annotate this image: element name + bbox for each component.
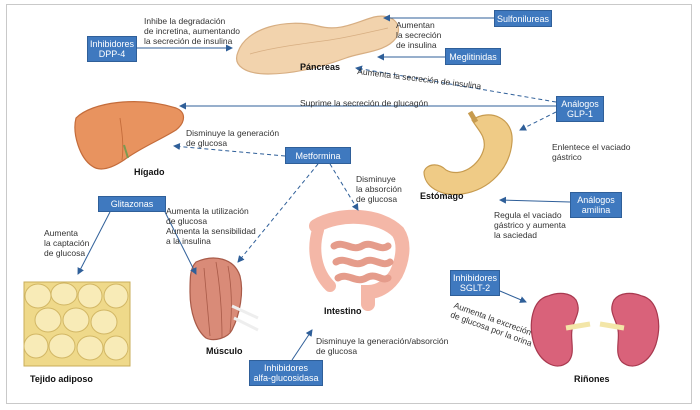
drug-box-meglitinides: Meglitinidas — [445, 48, 501, 65]
organ-label-kidneys: Riñones — [574, 374, 610, 384]
pancreas-illustration — [236, 15, 400, 75]
organ-label-pancreas: Páncreas — [300, 62, 341, 72]
arrow-glp1-stomach — [519, 111, 557, 131]
drug-box-sulfonylureas: Sulfonilureas — [494, 10, 552, 27]
drug-box-glitazones: Glitazonas — [98, 196, 166, 212]
note-glitazones-muscle: Aumenta la utilización de glucosa Aument… — [166, 206, 256, 246]
drug-box-sglt2: Inhibidores SGLT-2 — [450, 270, 500, 296]
stomach-illustration — [423, 110, 513, 196]
note-glp1-glucagon: Suprime la secreción de glucagón — [300, 98, 429, 108]
organ-label-stomach: Estómago — [420, 191, 464, 201]
organ-label-muscle: Músculo — [206, 346, 243, 356]
drug-box-dpp4: Inhibidores DPP-4 — [87, 36, 137, 62]
arrow-metformin-liver — [173, 143, 286, 157]
drug-box-metformin: Metformina — [285, 147, 351, 164]
note-alpha-glucosidase: Disminuye la generación/absorción de glu… — [316, 336, 449, 356]
organ-label-intestine: Intestino — [324, 306, 362, 316]
note-dpp4: Inhibe la degradación de incretina, aume… — [144, 16, 240, 46]
drug-box-amylin: Análogos amilina — [570, 192, 622, 218]
drug-box-alpha-glucosidase: Inhibidores alfa-glucosidasa — [249, 360, 323, 386]
intestine-illustration — [309, 209, 410, 311]
note-metformin-liver: Disminuye la generación de glucosa — [186, 128, 280, 148]
note-glp1-gastric: Enlentece el vaciado gástrico — [552, 142, 631, 162]
organ-label-adipose: Tejido adiposo — [30, 374, 93, 384]
arrow-glitazones-muscle — [164, 211, 197, 275]
kidneys-illustration — [530, 292, 660, 367]
adipose-illustration — [23, 281, 131, 367]
liver-illustration — [74, 101, 185, 170]
diagram-frame — [6, 4, 692, 404]
arrow-amylin-stomach — [499, 196, 571, 204]
note-amylin: Regula el vaciado gástrico y aumenta la … — [494, 210, 566, 240]
drug-box-glp1: Análogos GLP-1 — [556, 96, 604, 122]
arrow-alphaglucosidase-intestine — [291, 329, 313, 361]
note-glitazones-adipose: Aumenta la captación de glucosa — [44, 228, 90, 258]
note-sulfonylureas: Aumentan la secreción de insulina — [396, 20, 442, 50]
arrow-glitazones-adipose — [77, 211, 111, 275]
note-metformin-intestine: Disminuye la absorción de glucosa — [356, 174, 402, 204]
arrow-metformin-intestine — [329, 163, 359, 211]
arrow-glp1-pancreas — [355, 65, 557, 103]
organ-label-liver: Hígado — [134, 167, 165, 177]
muscle-illustration — [189, 257, 259, 341]
arrow-metformin-muscle — [237, 163, 319, 263]
